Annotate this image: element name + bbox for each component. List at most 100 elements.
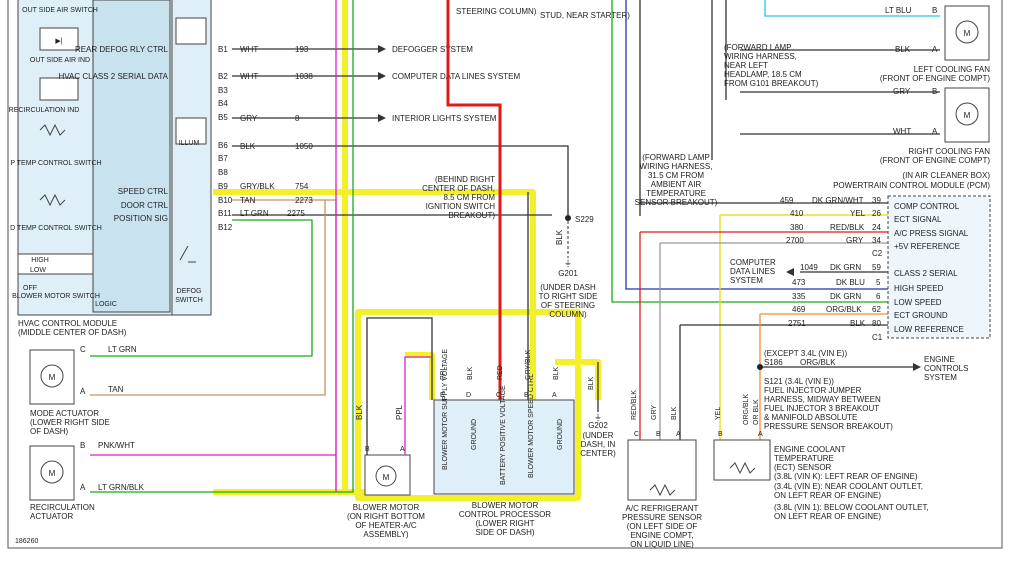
- svg-text:FUEL INJECTOR 3 BREAKOUT: FUEL INJECTOR 3 BREAKOUT: [764, 404, 879, 413]
- illum-label: ILLUM: [179, 140, 200, 147]
- logic-label: LOGIC: [95, 301, 117, 308]
- svg-text:BLK: BLK: [467, 366, 474, 380]
- svg-text:LT GRN/BLK: LT GRN/BLK: [98, 483, 145, 492]
- svg-text:YEL: YEL: [715, 407, 722, 420]
- hvac-switch-label: OUT SIDE AIR IND: [30, 57, 90, 64]
- svg-text:469: 469: [792, 305, 806, 314]
- destination-label: COMPUTER DATA LINES SYSTEM: [392, 72, 521, 81]
- svg-text:A: A: [552, 392, 557, 399]
- hvac-pin: B6: [218, 141, 228, 150]
- hvac-wire-color: LT GRN: [240, 209, 269, 218]
- svg-text:M: M: [49, 373, 56, 382]
- svg-text:(FORWARD LAMP: (FORWARD LAMP: [724, 43, 792, 52]
- hvac-pin: B12: [218, 223, 233, 232]
- svg-text:A: A: [80, 483, 86, 492]
- svg-text:RIGHT COOLING FAN: RIGHT COOLING FAN: [908, 147, 990, 156]
- svg-text:C2: C2: [872, 249, 883, 258]
- svg-text:CENTER): CENTER): [580, 449, 616, 458]
- figure-id: 186260: [15, 538, 38, 545]
- hvac-caption: (MIDDLE CENTER OF DASH): [18, 328, 127, 337]
- svg-text:HIGH SPEED: HIGH SPEED: [894, 284, 944, 293]
- svg-text:WIRING HARNESS,: WIRING HARNESS,: [640, 162, 713, 171]
- svg-text:MODE ACTUATOR: MODE ACTUATOR: [30, 409, 99, 418]
- svg-text:ENGINE COMPT,: ENGINE COMPT,: [630, 531, 693, 540]
- hvac-wire-color: GRY/BLK: [240, 182, 275, 191]
- ground-g202: BLK ⏚ G202 (UNDER DASH, IN CENTER): [580, 362, 616, 458]
- svg-text:M: M: [383, 473, 390, 482]
- svg-text:TEMPERATURE: TEMPERATURE: [646, 189, 706, 198]
- top-note: STEERING COLUMN): [456, 7, 537, 16]
- mode-actuator: M C A LT GRN TAN MODE ACTUATOR (LOWER RI…: [29, 345, 137, 436]
- svg-text:FROM G101 BREAKOUT): FROM G101 BREAKOUT): [724, 79, 819, 88]
- splice-s229: S229 (BEHIND RIGHT CENTER OF DASH, 8.5 C…: [422, 175, 597, 319]
- svg-text:DK GRN/WHT: DK GRN/WHT: [812, 196, 864, 205]
- svg-text:TEMPERATURE: TEMPERATURE: [774, 454, 834, 463]
- svg-text:2700: 2700: [786, 236, 804, 245]
- svg-text:RECIRCULATION: RECIRCULATION: [30, 503, 95, 512]
- hvac-pin: B10: [218, 196, 233, 205]
- svg-text:BLK: BLK: [553, 366, 560, 380]
- ac-pressure-sensor: C B A RED/BLK GRY BLK A/C REFRIGERANT PR…: [622, 390, 702, 549]
- svg-text:E: E: [440, 392, 445, 399]
- splice-s186: (EXCEPT 3.4L (VIN E)) S186 ORG/BLK ENGIN…: [764, 349, 968, 382]
- hvac-switch-label: RECIRCULATION IND: [9, 107, 80, 114]
- svg-text:SYSTEM: SYSTEM: [730, 276, 763, 285]
- hvac-function-label: HVAC CLASS 2 SERIAL DATA: [58, 72, 168, 81]
- svg-text:COMPUTER: COMPUTER: [730, 258, 776, 267]
- svg-text:(FRONT OF ENGINE COMPT): (FRONT OF ENGINE COMPT): [880, 74, 990, 83]
- svg-text:GRY: GRY: [651, 405, 658, 420]
- hvac-wire-circuit: 2273: [295, 196, 313, 205]
- resistor-symbol: [39, 123, 66, 137]
- svg-text:& MANIFOLD ABSOLUTE: & MANIFOLD ABSOLUTE: [764, 413, 857, 422]
- svg-text:62: 62: [872, 305, 881, 314]
- svg-text:SIDE OF DASH): SIDE OF DASH): [475, 528, 534, 537]
- svg-text:WHT: WHT: [893, 127, 911, 136]
- svg-text:ENGINE COOLANT: ENGINE COOLANT: [774, 445, 846, 454]
- destination-label: INTERIOR LIGHTS SYSTEM: [392, 114, 497, 123]
- svg-text:LOW REFERENCE: LOW REFERENCE: [894, 325, 964, 334]
- svg-text:DK GRN: DK GRN: [830, 292, 861, 301]
- defog-label: DEFOG: [177, 288, 202, 295]
- svg-text:(ON RIGHT BOTTOM: (ON RIGHT BOTTOM: [347, 512, 425, 521]
- svg-text:YEL: YEL: [850, 209, 866, 218]
- hvac-wire-color: GRY: [240, 114, 258, 123]
- hvac-pin: B2: [218, 72, 228, 81]
- hvac-wire-circuit: 193: [295, 45, 309, 54]
- svg-text:1049: 1049: [800, 263, 818, 272]
- hvac-pin: B8: [218, 168, 228, 177]
- destination-systems: DEFOGGER SYSTEM COMPUTER DATA LINES SYST…: [378, 45, 521, 123]
- svg-text:410: 410: [790, 209, 804, 218]
- splice-s121-note: S121 (3.4L (VIN E)) FUEL INJECTOR JUMPER…: [764, 377, 893, 431]
- svg-text:COMP CONTROL: COMP CONTROL: [894, 202, 960, 211]
- svg-text:(3.8L (VIN 1): BELOW COOLANT O: (3.8L (VIN 1): BELOW COOLANT OUTLET,: [774, 503, 929, 512]
- hvac-function-label: DOOR CTRL: [121, 201, 169, 210]
- ect-sensor: B A YEL ORG/BLK OR BLK ENGINE COOLANT TE…: [713, 394, 929, 521]
- svg-text:6: 6: [876, 292, 881, 301]
- svg-text:335: 335: [792, 292, 806, 301]
- led-icon: ▶|: [55, 38, 62, 45]
- blower-switch-off: OFF: [23, 285, 37, 292]
- svg-text:(IN AIR CLEANER BOX): (IN AIR CLEANER BOX): [902, 171, 990, 180]
- svg-text:GRY: GRY: [846, 236, 864, 245]
- ground-icon: ⏚: [594, 413, 602, 422]
- svg-text:(LOWER RIGHT SIDE: (LOWER RIGHT SIDE: [30, 418, 110, 427]
- svg-text:ACTUATOR: ACTUATOR: [30, 512, 73, 521]
- svg-text:ON LIQUID LINE): ON LIQUID LINE): [630, 540, 694, 549]
- hvac-function-label: SPEED CTRL: [118, 187, 169, 196]
- svg-text:B: B: [932, 87, 937, 96]
- svg-text:ORG/BLK: ORG/BLK: [743, 394, 750, 425]
- pcm-wiring: [611, 0, 940, 440]
- hvac-function-label: POSITION SIG: [114, 214, 168, 223]
- blower-motor: M B A BLK PPL BLOWER MOTOR (ON RIGHT BOT…: [347, 317, 433, 539]
- svg-text:BLOWER MOTOR: BLOWER MOTOR: [353, 503, 420, 512]
- svg-text:BLOWER MOTOR SPEED CTRL: BLOWER MOTOR SPEED CTRL: [528, 374, 535, 478]
- left-cooling-fan: M LT BLU BLK B A LEFT COOLING FAN (FRONT…: [880, 5, 990, 83]
- svg-text:B: B: [524, 392, 529, 399]
- hvac-pin-labels: B1 B2 B3 B4 B5 B6 B7 B8 B9 B10 B11 B12: [218, 45, 233, 232]
- svg-text:ECT SIGNAL: ECT SIGNAL: [894, 215, 942, 224]
- svg-text:TAN: TAN: [108, 385, 124, 394]
- svg-text:C1: C1: [872, 333, 883, 342]
- svg-text:ENGINE: ENGINE: [924, 355, 955, 364]
- svg-text:NEAR LEFT: NEAR LEFT: [724, 61, 768, 70]
